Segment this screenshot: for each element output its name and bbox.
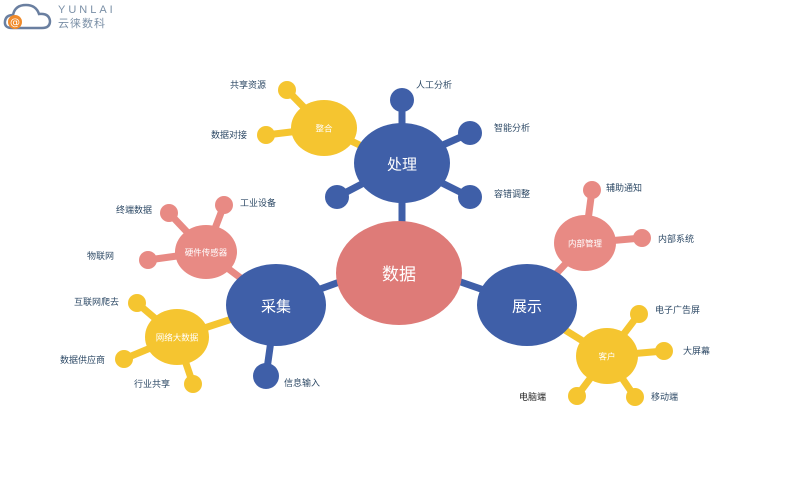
leaf-label: 行业共享 xyxy=(134,378,170,390)
leaf-label: 互联网爬去 xyxy=(74,296,119,308)
leaf-dot xyxy=(390,88,414,112)
leaf-dots xyxy=(115,81,673,406)
node-collect-label: 采集 xyxy=(261,298,291,316)
leaf-dot xyxy=(128,294,146,312)
leaf-label: 信息输入 xyxy=(284,377,320,389)
node-hardware xyxy=(175,225,237,279)
node-internal xyxy=(554,215,616,271)
leaf-label: 移动端 xyxy=(651,391,678,403)
leaf-label: 共享资源 xyxy=(230,79,266,91)
leaf-dot xyxy=(655,342,673,360)
leaf-dot xyxy=(184,375,202,393)
logo-en: YUNLAI xyxy=(58,4,116,16)
leaf-dot xyxy=(626,388,644,406)
leaf-dot xyxy=(278,81,296,99)
leaf-dot xyxy=(253,363,279,389)
svg-text:@: @ xyxy=(10,18,20,29)
leaf-dot xyxy=(458,185,482,209)
leaf-dot xyxy=(568,387,586,405)
node-display-label: 展示 xyxy=(512,298,542,316)
leaf-dot xyxy=(325,185,349,209)
leaf-dot xyxy=(115,350,133,368)
node-integrate-label: 整合 xyxy=(315,124,333,135)
node-network-label: 网络大数据 xyxy=(156,333,199,344)
leaf-dot xyxy=(160,204,178,222)
cloud-logo-icon: @ xyxy=(3,3,52,30)
leaf-label: 辅助通知 xyxy=(606,182,642,194)
leaf-dot xyxy=(633,229,651,247)
logo-cn: 云徕数科 xyxy=(58,17,106,30)
leaf-label: 人工分析 xyxy=(416,79,452,91)
node-process-label: 处理 xyxy=(387,156,417,174)
node-collect xyxy=(226,264,326,346)
leaf-dot xyxy=(458,121,482,145)
leaf-label: 数据供应商 xyxy=(60,354,105,366)
node-customer xyxy=(576,328,638,384)
node-hardware-label: 硬件传感器 xyxy=(185,248,228,259)
leaf-label: 工业设备 xyxy=(240,197,276,209)
leaf-label: 大屏幕 xyxy=(683,345,710,357)
leaf-dot xyxy=(257,126,275,144)
leaf-label: 电脑端 xyxy=(519,391,546,403)
node-customer-label: 客户 xyxy=(598,352,615,363)
leaf-dot xyxy=(215,196,233,214)
leaf-label: 容错调整 xyxy=(494,188,530,200)
leaf-dot xyxy=(583,181,601,199)
leaf-dot xyxy=(630,305,648,323)
leaf-label: 内部系统 xyxy=(658,233,694,245)
leaf-dot xyxy=(139,251,157,269)
logo: @ YUNLAI 云徕数科 xyxy=(2,2,116,32)
leaf-label: 电子广告屏 xyxy=(655,304,700,316)
node-network xyxy=(145,309,209,365)
node-center-label: 数据 xyxy=(382,265,416,285)
leaf-label: 数据对接 xyxy=(211,129,247,141)
leaf-label: 智能分析 xyxy=(494,122,530,134)
node-display xyxy=(477,264,577,346)
node-integrate xyxy=(291,100,357,156)
node-process xyxy=(354,123,450,203)
leaf-label: 终端数据 xyxy=(116,204,152,216)
node-center xyxy=(336,221,462,325)
leaf-label: 物联网 xyxy=(87,250,114,262)
node-internal-label: 内部管理 xyxy=(568,239,603,250)
